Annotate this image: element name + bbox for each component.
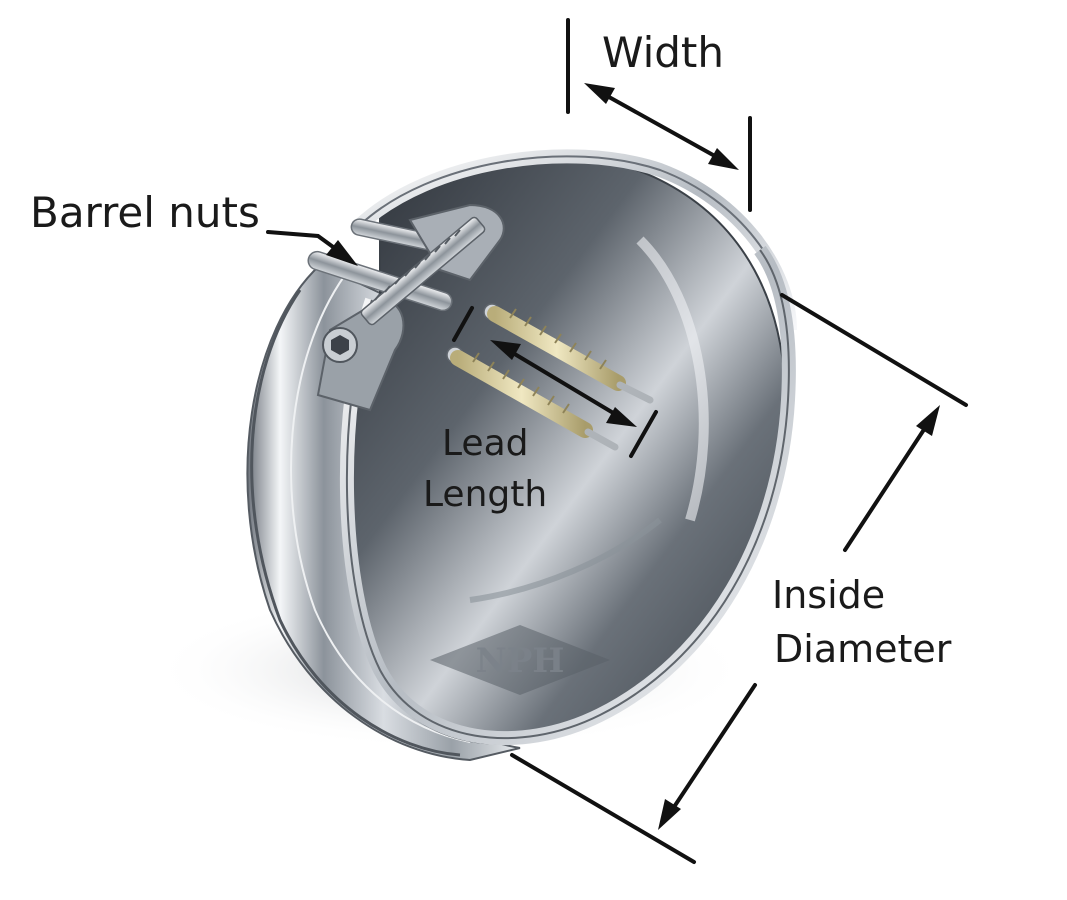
barrel-nuts-label: Barrel nuts bbox=[30, 188, 260, 237]
width-dimension: Width bbox=[566, 18, 752, 212]
nph-watermark: NPH bbox=[430, 625, 610, 695]
band-heater-body bbox=[246, 149, 797, 762]
watermark-text: NPH bbox=[476, 641, 565, 681]
barrel-nuts-callout: Barrel nuts bbox=[30, 188, 358, 266]
inside-diameter-label-line1: Inside bbox=[772, 573, 885, 617]
inside-diameter-label-line2: Diameter bbox=[774, 627, 952, 671]
lead-length-label-line1: Lead bbox=[442, 423, 528, 464]
width-label: Width bbox=[602, 28, 724, 77]
clamp-assembly bbox=[307, 203, 505, 412]
lead-wire-upper bbox=[483, 303, 654, 404]
inside-diameter-dimension: Inside Diameter bbox=[510, 293, 968, 864]
lead-length-dimension: Lead Length bbox=[423, 306, 658, 515]
clamp-screw bbox=[322, 216, 486, 363]
lead-length-label-line2: Length bbox=[423, 474, 547, 515]
lead-wire-lower bbox=[446, 346, 619, 451]
lead-wires bbox=[446, 303, 654, 451]
